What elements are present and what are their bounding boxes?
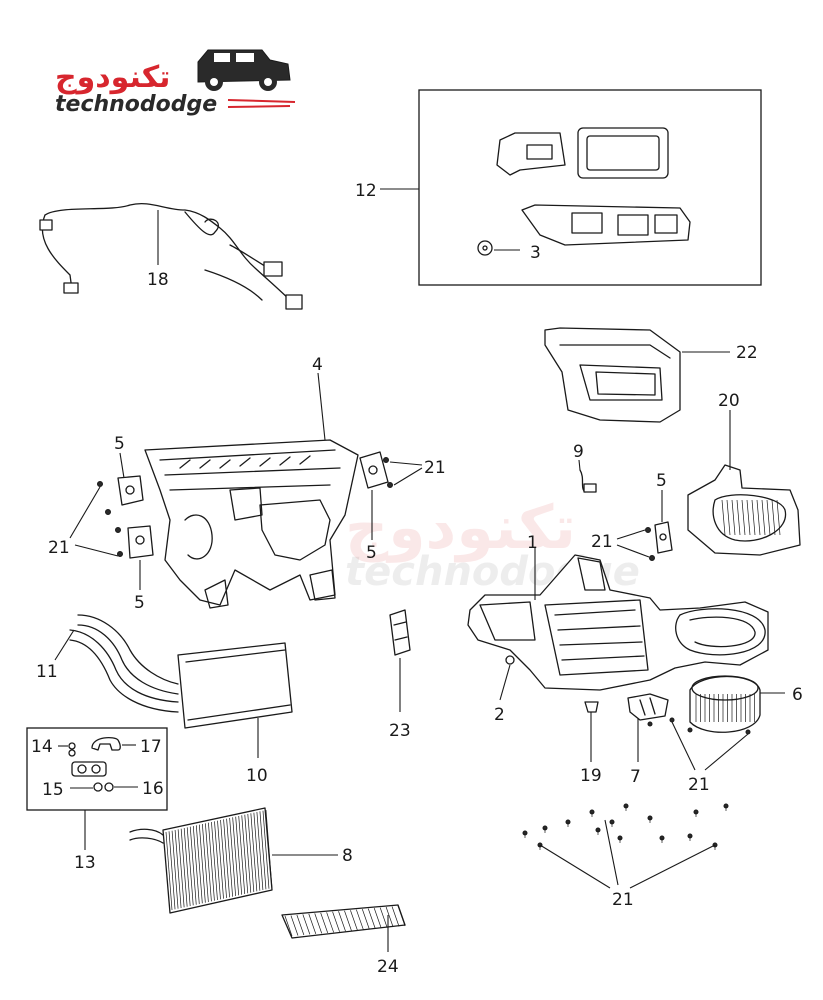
logo-arabic-text: تكنودوج <box>55 60 170 95</box>
callout-22: 22 <box>736 343 758 363</box>
part-expansion-valve <box>71 761 107 777</box>
part-15-o-ring <box>93 782 103 792</box>
part-5-actuator-lower-left <box>127 525 154 559</box>
part-14-seal-ring <box>68 742 76 757</box>
part-10-heater-core <box>177 642 293 729</box>
screws-21-scattered <box>522 803 729 850</box>
part-24-cabin-filter <box>281 904 406 939</box>
brand-logo: تكنودوج technododge <box>55 49 296 117</box>
callout-21-left: 21 <box>48 538 70 558</box>
callout-23: 23 <box>389 721 411 741</box>
callout-1: 1 <box>527 533 538 553</box>
part-11-heater-pipes <box>69 614 179 713</box>
screw-21 <box>649 555 655 561</box>
callout-18: 18 <box>147 270 169 290</box>
part-2-grommet <box>505 655 515 665</box>
callout-20: 20 <box>718 391 740 411</box>
callout-4: 4 <box>312 355 323 375</box>
callout-16: 16 <box>142 779 164 799</box>
part-6-blower-motor <box>689 675 761 733</box>
callout-6: 6 <box>792 685 803 705</box>
part-16-o-ring <box>104 782 114 792</box>
callout-11: 11 <box>36 662 58 682</box>
part-5-actuator-upper-left <box>117 475 144 506</box>
part-18-wiring-harness <box>39 203 303 310</box>
callout-12: 12 <box>355 181 377 201</box>
logo-english-text: technododge <box>55 92 217 117</box>
part-4-heater-housing <box>144 439 359 609</box>
callout-19: 19 <box>580 766 602 786</box>
callout-2: 2 <box>494 705 505 725</box>
callout-24: 24 <box>377 957 399 977</box>
part-23-door-link <box>389 609 411 656</box>
callout-9: 9 <box>573 442 584 462</box>
callout-17: 17 <box>140 737 162 757</box>
callout-3: 3 <box>530 243 541 263</box>
watermark-arabic: تكنودوج <box>345 493 576 563</box>
part-3-washer <box>477 240 493 256</box>
screw-21 <box>645 527 651 533</box>
part-1-hvac-housing <box>467 554 769 691</box>
part-22-air-inlet-housing <box>544 327 681 423</box>
callout-13: 13 <box>74 853 96 873</box>
callout-5-center: 5 <box>366 543 377 563</box>
screws-21-left <box>97 457 393 557</box>
callout-10: 10 <box>246 766 268 786</box>
part-5-actuator-right <box>654 521 673 554</box>
callout-21-bottom: 21 <box>612 890 634 910</box>
part-20-blower-housing <box>687 464 801 556</box>
callout-21-right: 21 <box>591 532 613 552</box>
part-19-drain <box>584 701 599 713</box>
part-7-blower-resistor <box>627 693 669 721</box>
callout-21-motor: 21 <box>688 775 710 795</box>
kit-box-12 <box>418 89 762 286</box>
kit-box-13 <box>26 727 168 811</box>
callout-21-upper: 21 <box>424 458 446 478</box>
callout-14: 14 <box>31 737 53 757</box>
jeep-logo-icon <box>197 49 291 91</box>
part-9-sensor <box>579 469 597 493</box>
callout-15: 15 <box>42 780 64 800</box>
callout-5-right: 5 <box>656 471 667 491</box>
callout-7: 7 <box>630 767 641 787</box>
callout-8: 8 <box>342 846 353 866</box>
part-5-actuator-right-of-housing <box>359 451 389 489</box>
callout-labels: 1 2 3 4 5 5 5 5 6 7 8 9 10 11 12 13 14 1… <box>31 181 803 977</box>
callout-5-upper-left: 5 <box>114 434 125 454</box>
part-12-seals <box>496 127 691 246</box>
part-17-clip <box>91 736 121 751</box>
part-8-evaporator <box>129 807 273 914</box>
callout-5-lower-left: 5 <box>134 593 145 613</box>
